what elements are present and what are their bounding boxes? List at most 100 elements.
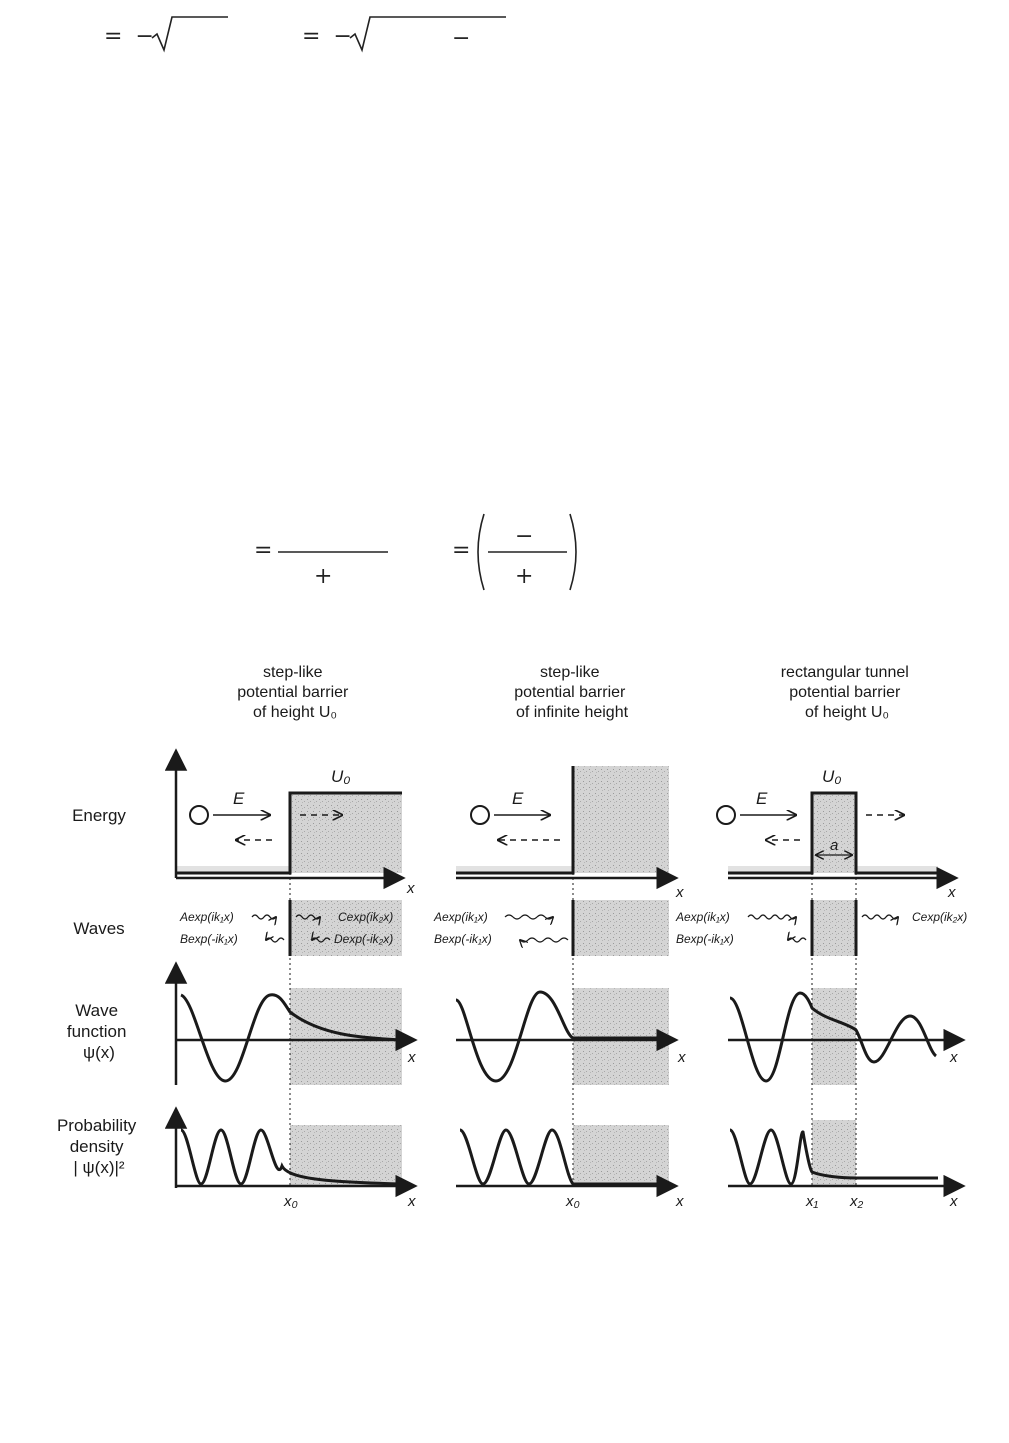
col3-transmitted-label: Cexp(ik₂x) (912, 910, 967, 924)
col3-barrier-shade (812, 793, 856, 873)
row-wf-line1: Wave (75, 1001, 118, 1020)
equation-top-right: = − (302, 24, 352, 49)
col3-pd-x-label: x (949, 1193, 958, 1210)
col3-probability-panel: x₁ x₂ x (728, 1120, 966, 1210)
eq-minus: − (333, 24, 352, 49)
col3-reflected-label: Bexp(-ik₁x) (676, 932, 734, 946)
row-wf-line2: function (67, 1022, 127, 1041)
col1-u0-label: U₀ (331, 767, 350, 786)
col2-pd-shade (573, 1125, 669, 1185)
col3-wavefunction-panel: x (728, 988, 966, 1085)
col3-x1-label: x₁ (805, 1193, 819, 1210)
col3-energy-x-label: x (947, 884, 956, 901)
col2-waves-shade (573, 900, 669, 956)
col1-particle (189, 805, 209, 825)
col3-title: rectangular tunnel potential barrier of … (781, 664, 914, 721)
col3-width-label: a (830, 837, 838, 854)
col1-energy-symbol: E (233, 789, 245, 808)
col3-wf-shade (812, 988, 856, 1085)
col1-title-line3: of height U₀ (253, 704, 337, 721)
col2-title-line1: step-like (540, 664, 600, 681)
col2-particle (470, 805, 490, 825)
col1-title: step-like potential barrier of height U₀ (237, 664, 353, 721)
row-pd-line2: density (70, 1137, 124, 1156)
col3-pd-curve (728, 1128, 938, 1186)
col2-waves-panel: Aexp(ik₁x) Bexp(-ik₁x) (433, 900, 669, 956)
equation-top-left: = − (104, 24, 154, 49)
col1-floor-shade (176, 866, 290, 873)
col1-potential-line (176, 791, 402, 875)
row-waves-text: Waves (73, 919, 124, 938)
col3-incident-label: Aexp(ik₁x) (675, 910, 730, 924)
col2-incident-wave (504, 914, 553, 919)
col1-reflected-label: Bexp(-ik₁x) (180, 932, 238, 946)
col2-wavefunction-panel: x (455, 988, 686, 1085)
eq-minus: − (135, 24, 154, 49)
row-pd-line1: Probability (57, 1116, 137, 1135)
eq-mid-right-plus: + (515, 564, 534, 589)
col1-incident-wave (251, 914, 276, 919)
col1-wf-curve (180, 993, 403, 1083)
row-label-waves: Waves (73, 919, 124, 938)
col3-x2-label: x₂ (849, 1193, 864, 1210)
col3-u0-label: U₀ (822, 767, 841, 786)
col3-title-line2: potential barrier (789, 684, 901, 701)
col2-reflected-wave (520, 937, 569, 942)
col2-barrier-shade (573, 766, 669, 873)
col1-x0-label: x₀ (283, 1193, 298, 1210)
col3-energy-symbol: E (756, 789, 768, 808)
col3-floor-right-shade (856, 866, 938, 873)
col1-decaying-label: Dexp(-ik₂x) (334, 932, 393, 946)
row-energy-text: Energy (72, 806, 126, 825)
eq-mid-left-equals: = (254, 538, 273, 563)
col1-energy-panel: E U₀ x (164, 748, 415, 897)
col2-title-line3: of infinite height (516, 704, 629, 721)
col1-wf-x-label: x (407, 1049, 416, 1066)
eq-equals: = (302, 24, 321, 49)
col1-pd-shade (290, 1125, 402, 1185)
col1-reflected-wave (266, 938, 285, 943)
row-label-energy: Energy (72, 806, 126, 825)
col2-wf-x-label: x (677, 1049, 686, 1066)
col3-waves-shade (812, 900, 856, 956)
col3-reflected-wave (788, 938, 807, 943)
col2-title: step-like potential barrier of infinite … (514, 664, 630, 721)
col2-potential-line (456, 766, 575, 875)
col1-wavefunction-panel: x (164, 961, 418, 1085)
row-label-probability: Probability density | ψ(x)|² (57, 1116, 141, 1177)
col1-decaying-wave (312, 938, 331, 943)
col2-x0-label: x₀ (565, 1193, 580, 1210)
col3-wf-x-label: x (949, 1049, 958, 1066)
sqrt-sign-1 (151, 16, 228, 53)
col1-waves-shade (290, 900, 402, 956)
col3-energy-panel: a E U₀ x (716, 767, 959, 901)
col1-pd-x-label: x (407, 1193, 416, 1210)
col2-reflected-label: Bexp(-ik₁x) (434, 932, 492, 946)
eq-equals: = (104, 24, 123, 49)
row-pd-line3: | ψ(x)|² (73, 1158, 124, 1177)
col1-pd-curve (179, 1128, 403, 1186)
col1-barrier-shade (290, 793, 402, 873)
col3-incident-wave (747, 914, 796, 919)
fraction-bar-1 (278, 551, 388, 553)
col2-energy-x-label: x (675, 884, 684, 901)
col3-waves-panel: Aexp(ik₁x) Bexp(-ik₁x) Cexp(ik₂x) (675, 900, 967, 956)
col2-probability-panel: x₀ x (456, 1125, 684, 1210)
col1-transmitted-wave (295, 914, 320, 919)
eq-minus-inside: − (452, 26, 471, 51)
col3-transmitted-wave (861, 914, 898, 919)
col2-pd-x-label: x (675, 1193, 684, 1210)
eq-mid-right-equals: = (452, 538, 471, 563)
col3-title-line1: rectangular tunnel (781, 664, 909, 681)
col1-title-line1: step-like (263, 664, 323, 681)
col3-wf-curve (729, 991, 938, 1083)
col2-title-line2: potential barrier (514, 684, 626, 701)
col1-title-line2: potential barrier (237, 684, 349, 701)
col2-pd-curve (459, 1128, 669, 1186)
col2-incident-label: Aexp(ik₁x) (433, 910, 488, 924)
col3-floor-left-shade (728, 866, 812, 873)
col2-floor-shade (456, 866, 573, 873)
col1-incident-label: Aexp(ik₁x) (179, 910, 234, 924)
col1-wf-shade (290, 988, 402, 1085)
